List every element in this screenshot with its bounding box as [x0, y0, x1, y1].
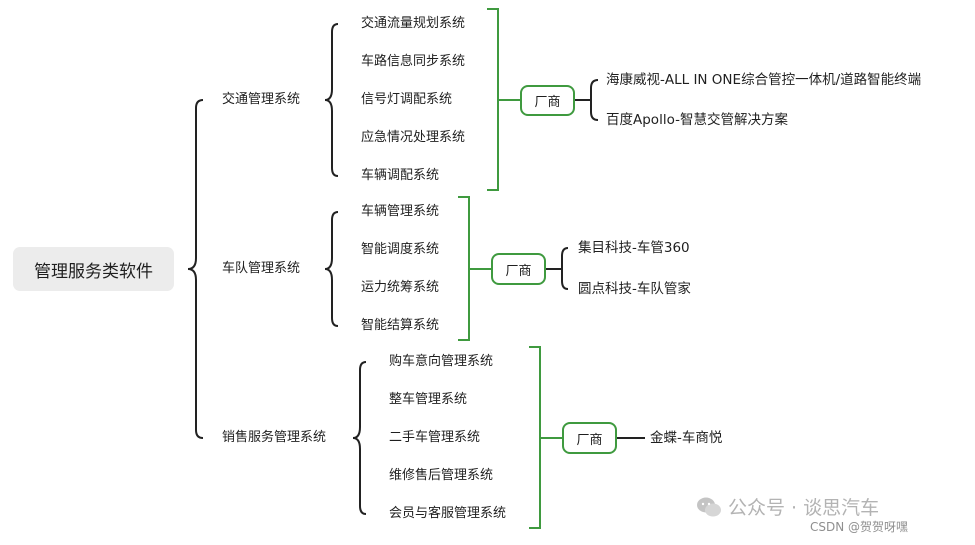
branch-2-vendor-brace [546, 247, 569, 290]
system-item: 车路信息同步系统 [361, 54, 466, 69]
branch-1-brace [324, 23, 339, 177]
branch-sales-label: 销售服务管理系统 [222, 430, 327, 445]
vendor-node: 厂商 [562, 422, 617, 454]
system-item: 智能结算系统 [361, 318, 440, 333]
vendor-item: 海康威视-ALL IN ONE综合管控一体机/道路智能终端 [606, 72, 922, 88]
system-item: 购车意向管理系统 [389, 354, 494, 369]
branch-3-brace [352, 361, 367, 515]
system-item: 二手车管理系统 [389, 430, 481, 445]
root-node: 管理服务类软件 [13, 247, 174, 291]
branch-1-vendor-brace [575, 79, 599, 121]
system-item: 运力统筹系统 [361, 280, 440, 295]
vendor-item: 百度Apollo-智慧交管解决方案 [606, 112, 788, 128]
system-item: 整车管理系统 [389, 392, 468, 407]
system-item: 交通流量规划系统 [361, 16, 466, 31]
vendor-item: 集目科技-车管360 [578, 240, 690, 256]
system-item: 应急情况处理系统 [361, 130, 466, 145]
vendor-item: 圆点科技-车队管家 [578, 281, 691, 297]
branch-3-summary-bracket [529, 346, 562, 529]
branch-1-summary-bracket [487, 8, 520, 191]
source-mark: CSDN @贺贺呀嘿 [810, 520, 909, 534]
branch-fleet-label: 车队管理系统 [222, 261, 301, 276]
system-item: 信号灯调配系统 [361, 92, 453, 107]
watermark-text: 公众号 · 谈思汽车 [728, 497, 880, 519]
branch-traffic-label: 交通管理系统 [222, 92, 301, 107]
system-item: 车辆调配系统 [361, 168, 440, 183]
system-item: 维修售后管理系统 [389, 468, 494, 483]
root-brace [187, 99, 204, 439]
branch-2-brace [324, 211, 339, 327]
vendor-item: 金蝶-车商悦 [650, 430, 723, 446]
vendor-node: 厂商 [491, 253, 546, 285]
system-item: 智能调度系统 [361, 242, 440, 257]
branch-2-summary-bracket [458, 196, 491, 341]
system-item: 会员与客服管理系统 [389, 506, 507, 521]
vendor-node: 厂商 [520, 85, 575, 116]
system-item: 车辆管理系统 [361, 204, 440, 219]
wechat-icon [697, 497, 721, 516]
watermark: 公众号 · 谈思汽车 [696, 493, 879, 520]
